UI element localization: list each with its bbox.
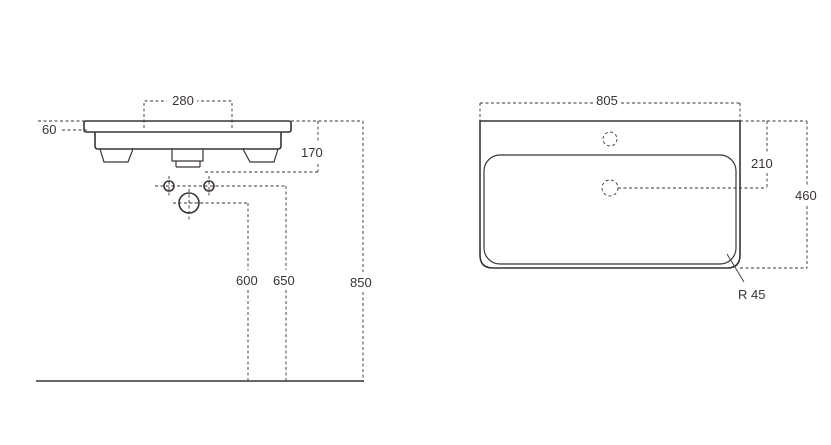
dim-drain-offset: 210	[618, 120, 773, 189]
dim-drain-offset-label: 210	[751, 156, 773, 171]
dim-rim-thickness: 60	[38, 120, 88, 137]
basin-outlet-stub	[171, 149, 204, 162]
basin-rim	[83, 120, 292, 133]
dim-inlet-height: 600	[189, 202, 258, 381]
basin-body	[94, 132, 282, 150]
dim-corner-radius: R 45	[726, 253, 765, 302]
dim-width-label: 805	[596, 93, 618, 108]
basin-right-foot	[242, 148, 279, 163]
dim-basin-depth: 170	[205, 120, 323, 173]
basin-side-profile	[83, 120, 292, 168]
dim-rim-height: 850	[291, 120, 372, 381]
side-view: 280 60 170 600 650	[36, 93, 372, 382]
wall-connections	[155, 176, 219, 222]
right-supply-connection	[203, 180, 215, 192]
basin-left-foot	[99, 148, 134, 163]
dim-tap-spacing: 280	[143, 93, 233, 128]
basin-top-outline	[479, 120, 741, 269]
basin-bowl	[483, 154, 737, 265]
dim-rim-thickness-label: 60	[42, 122, 56, 137]
dim-outlet-height-label: 650	[273, 273, 295, 288]
dim-depth: 460	[740, 120, 817, 269]
dim-width: 805	[479, 93, 741, 121]
dim-inlet-height-label: 600	[236, 273, 258, 288]
dim-tap-spacing-label: 280	[172, 93, 194, 108]
dim-rim-height-label: 850	[350, 275, 372, 290]
drain-hole	[601, 179, 619, 197]
top-view: 805 210 460 R 45	[479, 93, 817, 302]
dim-basin-depth-label: 170	[301, 145, 323, 160]
dim-depth-label: 460	[795, 188, 817, 203]
tap-hole	[602, 131, 618, 147]
dim-outlet-height: 650	[210, 185, 295, 381]
dim-corner-radius-label: R 45	[738, 287, 765, 302]
